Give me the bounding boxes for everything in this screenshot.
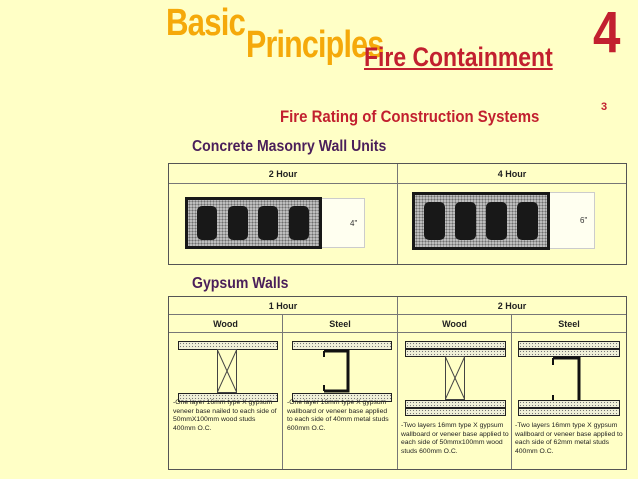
concrete-block-4hour xyxy=(412,192,550,250)
gypsum-column-divider xyxy=(511,314,512,469)
assembly-description: -One layer 16mm type X gypsum veneer bas… xyxy=(173,399,277,432)
gypsum-col-steel: Steel xyxy=(329,319,351,329)
dimension-box xyxy=(549,192,595,249)
gypsum-col-steel: Steel xyxy=(558,319,580,329)
dimension-box xyxy=(319,198,365,248)
concrete-table: 2 Hour 4 Hour 4" 6" xyxy=(168,163,627,265)
gypsum-board xyxy=(178,393,278,402)
wood-stud-diagram xyxy=(445,356,465,400)
title-basic: Basic xyxy=(166,2,246,44)
dimension-label: 6" xyxy=(580,216,588,225)
title-principles: Principles xyxy=(246,24,384,66)
block-core xyxy=(486,202,507,240)
concrete-col-4hour: 4 Hour xyxy=(497,169,527,179)
gypsum-board xyxy=(518,400,620,408)
gypsum-board xyxy=(405,400,506,408)
gypsum-col-wood: Wood xyxy=(213,319,238,329)
block-core xyxy=(228,206,248,240)
concrete-heading: Concrete Masonry Wall Units xyxy=(192,138,387,155)
concrete-column-divider xyxy=(397,164,398,264)
block-core xyxy=(197,206,217,240)
gypsum-table: 1 Hour 2 Hour Wood Steel Wood Steel -One… xyxy=(168,296,627,470)
block-core xyxy=(258,206,278,240)
title-fire-containment: Fire Containment xyxy=(364,42,553,72)
subtitle: Fire Rating of Construction Systems xyxy=(280,107,540,126)
gypsum-group-2hour: 2 Hour xyxy=(497,301,527,311)
block-core xyxy=(289,206,309,240)
steel-stud-diagram xyxy=(323,349,350,393)
block-core xyxy=(517,202,538,240)
concrete-col-2hour: 2 Hour xyxy=(268,169,298,179)
gypsum-group-column-divider xyxy=(397,297,398,469)
gypsum-board xyxy=(292,393,392,402)
assembly-description: -Two layers 16mm type X gypsum wallboard… xyxy=(515,422,623,455)
gypsum-board xyxy=(518,341,620,349)
subtitle-superscript: 3 xyxy=(601,101,608,113)
block-core xyxy=(455,202,476,240)
dimension-label: 4" xyxy=(350,219,358,228)
assembly-description: -One layer 16mm type X gypsum wallboard … xyxy=(287,399,389,432)
gypsum-col-wood: Wood xyxy=(442,319,467,329)
title-number: 4 xyxy=(593,0,621,65)
gypsum-group-1hour: 1 Hour xyxy=(268,301,298,311)
gypsum-board xyxy=(518,408,620,416)
assembly-description: -Two layers 16mm type X gypsum wallboard… xyxy=(401,422,509,455)
gypsum-column-divider xyxy=(282,314,283,469)
block-core xyxy=(424,202,445,240)
wood-stud-diagram xyxy=(217,349,237,393)
concrete-block-2hour xyxy=(185,197,322,249)
gypsum-board xyxy=(405,341,506,349)
gypsum-board xyxy=(405,408,506,416)
gypsum-heading: Gypsum Walls xyxy=(192,275,289,292)
steel-stud-diagram xyxy=(552,356,581,404)
